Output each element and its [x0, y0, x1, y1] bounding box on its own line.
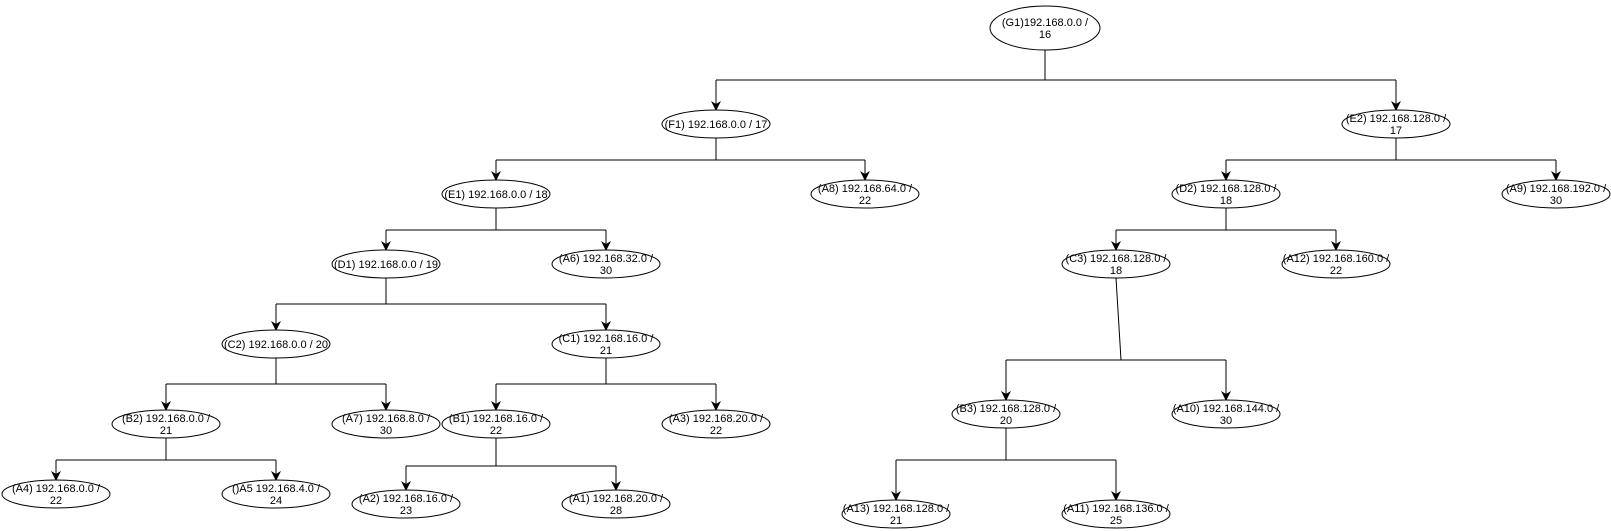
- node-b3: (B3) 192.168.128.0 /20: [951, 399, 1061, 429]
- node-c1: (C1) 192.168.16.0 /21: [551, 329, 661, 359]
- node-label-a1: (A1) 192.168.20.0 /28: [569, 493, 664, 517]
- node-ellipse-a1: [561, 489, 671, 519]
- node-a5: ()A5 192.168.4.0 /24: [221, 479, 331, 509]
- node-ellipse-b3: [951, 399, 1061, 429]
- node-label-d2: (D2) 192.168.128.0 /18: [1176, 183, 1278, 207]
- node-label-a5: ()A5 192.168.4.0 /24: [232, 483, 321, 507]
- node-a1: (A1) 192.168.20.0 /28: [561, 489, 671, 519]
- node-ellipse-a11: [1061, 499, 1171, 529]
- node-ellipse-a13: [841, 499, 951, 529]
- node-b1: (B1) 192.168.16.0 /22: [441, 409, 551, 439]
- node-a3: (A3) 192.168.20.0 /22: [661, 409, 771, 439]
- node-e1: (E1) 192.168.0.0 / 18: [441, 179, 551, 209]
- node-label-a10: (A10) 192.168.144.0 /30: [1173, 403, 1280, 427]
- node-label-e2: (E2) 192.168.128.0 /17: [1346, 113, 1447, 137]
- node-a13: (A13) 192.168.128.0 /21: [841, 499, 951, 529]
- node-ellipse-a10: [1171, 399, 1281, 429]
- node-a2: (A2) 192.168.16.0 /23: [351, 489, 461, 519]
- node-label-c3: (C3) 192.168.128.0 /18: [1066, 253, 1168, 277]
- node-c2: (C2) 192.168.0.0 / 20: [221, 329, 331, 359]
- node-label-a2: (A2) 192.168.16.0 /23: [359, 493, 454, 517]
- node-ellipse-e1: [441, 179, 551, 209]
- node-ellipse-a8: [810, 179, 920, 209]
- node-a11: (A11) 192.168.136.0 /25: [1061, 499, 1171, 529]
- node-label-f1: (F1) 192.168.0.0 / 17: [665, 119, 768, 131]
- node-ellipse-a5: [221, 479, 331, 509]
- node-ellipse-a7: [331, 409, 441, 439]
- node-label-a6: (A6) 192.168.32.0 /30: [559, 253, 654, 277]
- node-ellipse-b1: [441, 409, 551, 439]
- node-label-c2: (C2) 192.168.0.0 / 20: [224, 339, 328, 351]
- node-b2: (B2) 192.168.0.0 /21: [111, 409, 221, 439]
- node-a8: (A8) 192.168.64.0 /22: [810, 179, 920, 209]
- node-label-b2: (B2) 192.168.0.0 /21: [122, 413, 211, 437]
- node-ellipse-a3: [661, 409, 771, 439]
- node-label-d1: (D1) 192.168.0.0 / 19: [334, 259, 438, 271]
- node-ellipse-g1: [989, 5, 1101, 51]
- node-ellipse-d1: [331, 249, 441, 279]
- node-g1: (G1)192.168.0.0 /16: [989, 5, 1101, 51]
- node-ellipse-d2: [1171, 179, 1281, 209]
- node-label-c1: (C1) 192.168.16.0 /21: [559, 333, 655, 357]
- edges-layer: [51, 50, 1561, 501]
- node-e2: (E2) 192.168.128.0 /17: [1341, 109, 1451, 139]
- node-c3: (C3) 192.168.128.0 /18: [1061, 249, 1171, 279]
- node-f1: (F1) 192.168.0.0 / 17: [661, 109, 771, 139]
- node-label-a13: (A13) 192.168.128.0 /21: [843, 503, 950, 527]
- node-ellipse-a2: [351, 489, 461, 519]
- nodes-layer: (G1)192.168.0.0 /16 (F1) 192.168.0.0 / 17…: [1, 5, 1611, 529]
- node-label-b3: (B3) 192.168.128.0 /20: [956, 403, 1057, 427]
- node-label-a3: (A3) 192.168.20.0 /22: [669, 413, 764, 437]
- node-ellipse-a4: [1, 479, 111, 509]
- node-ellipse-a12: [1281, 249, 1391, 279]
- node-label-a12: (A12) 192.168.160.0 /22: [1283, 253, 1390, 277]
- edge-stem-c3: [1115, 277, 1122, 361]
- node-ellipse-a6: [551, 249, 661, 279]
- node-label-a4: (A4) 192.168.0.0 /22: [12, 483, 101, 507]
- node-label-a8: (A8) 192.168.64.0 /22: [818, 183, 913, 207]
- node-ellipse-c1: [551, 329, 661, 359]
- node-a9: (A9) 192.168.192.0 /30: [1501, 179, 1611, 209]
- node-label-a7: (A7) 192.168.8.0 /30: [342, 413, 431, 437]
- node-ellipse-e2: [1341, 109, 1451, 139]
- node-ellipse-c3: [1061, 249, 1171, 279]
- node-d1: (D1) 192.168.0.0 / 19: [331, 249, 441, 279]
- node-a10: (A10) 192.168.144.0 /30: [1171, 399, 1281, 429]
- node-label-b1: (B1) 192.168.16.0 /22: [449, 413, 544, 437]
- node-label-a11: (A11) 192.168.136.0 /25: [1063, 503, 1170, 527]
- node-a12: (A12) 192.168.160.0 /22: [1281, 249, 1391, 279]
- node-label-g1: (G1)192.168.0.0 /16: [1002, 17, 1089, 41]
- node-label-e1: (E1) 192.168.0.0 / 18: [444, 189, 547, 201]
- node-ellipse-f1: [661, 109, 771, 139]
- node-a6: (A6) 192.168.32.0 /30: [551, 249, 661, 279]
- node-ellipse-a9: [1501, 179, 1611, 209]
- node-d2: (D2) 192.168.128.0 /18: [1171, 179, 1281, 209]
- node-a4: (A4) 192.168.0.0 /22: [1, 479, 111, 509]
- node-a7: (A7) 192.168.8.0 /30: [331, 409, 441, 439]
- node-label-a9: (A9) 192.168.192.0 /30: [1506, 183, 1607, 207]
- node-ellipse-c2: [221, 329, 331, 359]
- node-ellipse-b2: [111, 409, 221, 439]
